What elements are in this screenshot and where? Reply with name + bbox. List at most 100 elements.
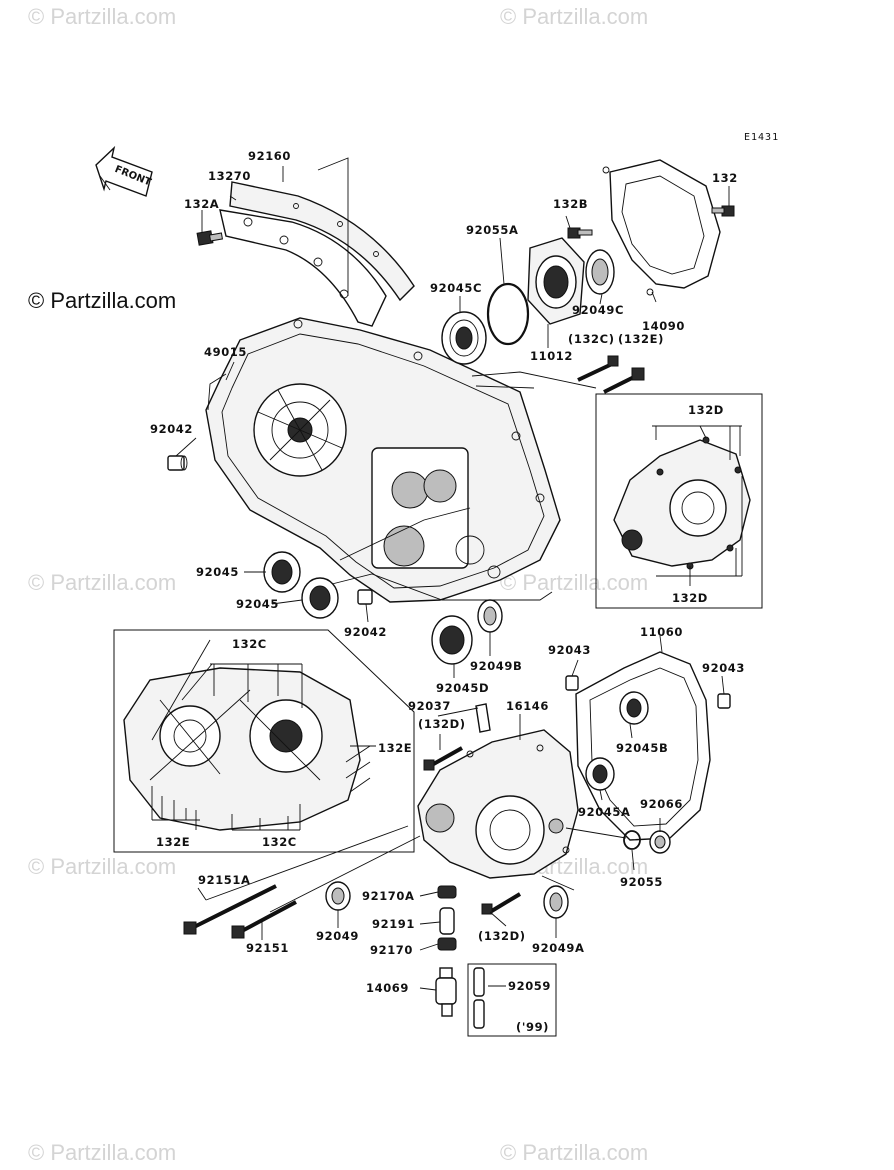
label-92043-a: 92043 <box>548 643 591 657</box>
label-92160: 92160 <box>248 149 291 163</box>
watermark-bottom-right: © Partzilla.com <box>500 1140 648 1165</box>
watermark-bottom-left: © Partzilla.com <box>28 1140 176 1165</box>
bolt-132D-a-icon <box>423 746 463 771</box>
front-arrow-icon: FRONT <box>95 145 153 197</box>
label-92059: 92059 <box>508 979 551 993</box>
label-132C-paren-top: (132C) <box>568 332 615 346</box>
label-49015: 49015 <box>204 345 247 359</box>
label-132B: 132B <box>553 197 588 211</box>
bolt-92151-icon <box>231 900 297 939</box>
bearing-92045D-icon <box>431 615 473 665</box>
outer-cover-inset <box>123 639 376 831</box>
copyright-notice: © Partzilla.com <box>28 288 176 313</box>
oil-seal-92049A-icon <box>543 885 569 919</box>
leader-lines <box>175 157 730 991</box>
label-132: 132 <box>712 171 738 185</box>
label-11012: 11012 <box>530 349 573 363</box>
bearing-92045-b-icon <box>301 577 339 619</box>
crankcase-half-49015 <box>205 317 561 603</box>
label-99: ('99) <box>516 1020 549 1034</box>
bearing-92045C-icon <box>441 311 487 365</box>
label-92043-b: 92043 <box>702 661 745 675</box>
bolt-132D-b-icon <box>481 892 522 915</box>
label-11060: 11060 <box>640 625 683 639</box>
label-92055A: 92055A <box>466 223 519 237</box>
watermark-top-right: © Partzilla.com <box>500 4 648 29</box>
oil-seal-92049C-icon <box>585 249 615 295</box>
breather-14069-icon <box>435 967 457 1017</box>
label-92045B: 92045B <box>616 741 668 755</box>
bearing-housing-11012-icon <box>527 237 585 325</box>
inset-box-99 <box>467 963 557 1037</box>
label-132D-bottom: 132D <box>672 591 708 605</box>
label-92055: 92055 <box>620 875 663 889</box>
bolt-132-icon <box>711 205 735 217</box>
label-92045-b: 92045 <box>236 597 279 611</box>
label-92045-a: 92045 <box>196 565 239 579</box>
label-132E-box-right: 132E <box>378 741 412 755</box>
crankcase-cover-16146 <box>417 729 579 879</box>
oring-92055A-icon <box>486 282 530 346</box>
label-92170: 92170 <box>370 943 413 957</box>
oil-seal-92049-icon <box>325 881 351 911</box>
bearing-92045B-icon <box>619 691 649 725</box>
bolt-132A-icon <box>196 230 224 246</box>
label-132E-box-bottom: 132E <box>156 835 190 849</box>
label-92151: 92151 <box>246 941 289 955</box>
inset-box-132D <box>595 393 763 609</box>
label-132D-paren-b: (132D) <box>478 929 526 943</box>
label-92049B: 92049B <box>470 659 522 673</box>
label-92066: 92066 <box>640 797 683 811</box>
label-92045C: 92045C <box>430 281 482 295</box>
label-92042-a: 92042 <box>150 422 193 436</box>
label-132A: 132A <box>184 197 219 211</box>
label-92049A: 92049A <box>532 941 585 955</box>
label-14090: 14090 <box>642 319 685 333</box>
label-92049: 92049 <box>316 929 359 943</box>
label-92049C: 92049C <box>572 303 624 317</box>
plug-92066-icon <box>649 830 671 854</box>
label-13270: 13270 <box>208 169 251 183</box>
watermarks: © Partzilla.com © Partzilla.com © Partzi… <box>28 4 648 1165</box>
label-132D-top: 132D <box>688 403 724 417</box>
cover-132D-inset <box>613 425 751 586</box>
bolt-132B-icon <box>567 227 593 239</box>
dowel-pin-92042-b-icon <box>357 589 373 605</box>
bolts-132C-132E-icon <box>577 355 645 394</box>
label-92042-b: 92042 <box>344 625 387 639</box>
dowel-92043-a-icon <box>565 675 579 691</box>
hose-92191-icon <box>439 907 455 935</box>
watermark-mid-left: © Partzilla.com <box>28 570 176 595</box>
watermark-lower-left: © Partzilla.com <box>28 854 176 879</box>
cover-strip-92160 <box>219 181 415 327</box>
label-132D-paren-a: (132D) <box>418 717 466 731</box>
watermark-top-left: © Partzilla.com <box>28 4 176 29</box>
chain-guide-92037-icon <box>475 703 491 733</box>
clamp-92170-icon <box>437 937 457 951</box>
hose-92059-icon <box>473 967 485 1029</box>
label-92151A: 92151A <box>198 873 251 887</box>
label-92045D: 92045D <box>436 681 489 695</box>
watermark-mid-right: © Partzilla.com <box>500 570 648 595</box>
label-16146: 16146 <box>506 699 549 713</box>
gasket-plate-14090 <box>602 159 721 296</box>
label-132E-paren-top: (132E) <box>618 332 664 346</box>
label-132C-box-top: 132C <box>232 637 267 651</box>
clamp-92170A-icon <box>437 885 457 899</box>
bearing-92045-a-icon <box>263 551 301 593</box>
diagram-ref-code: E1431 <box>744 132 779 143</box>
oring-92055-icon <box>623 830 641 850</box>
gasket-11060 <box>575 651 711 841</box>
label-14069: 14069 <box>366 981 409 995</box>
part-labels: 92160 13270 132A 132B 132 92055A 92045C … <box>150 149 745 1034</box>
label-92170A: 92170A <box>362 889 415 903</box>
dowel-92043-b-icon <box>717 693 731 709</box>
label-92191: 92191 <box>372 917 415 931</box>
dowel-pin-92042-a-icon <box>167 455 188 471</box>
inset-box-cover <box>113 629 415 853</box>
bearing-92045A-icon <box>585 757 615 791</box>
label-92037: 92037 <box>408 699 451 713</box>
label-92045A: 92045A <box>578 805 631 819</box>
oil-seal-92049B-icon <box>477 599 503 633</box>
